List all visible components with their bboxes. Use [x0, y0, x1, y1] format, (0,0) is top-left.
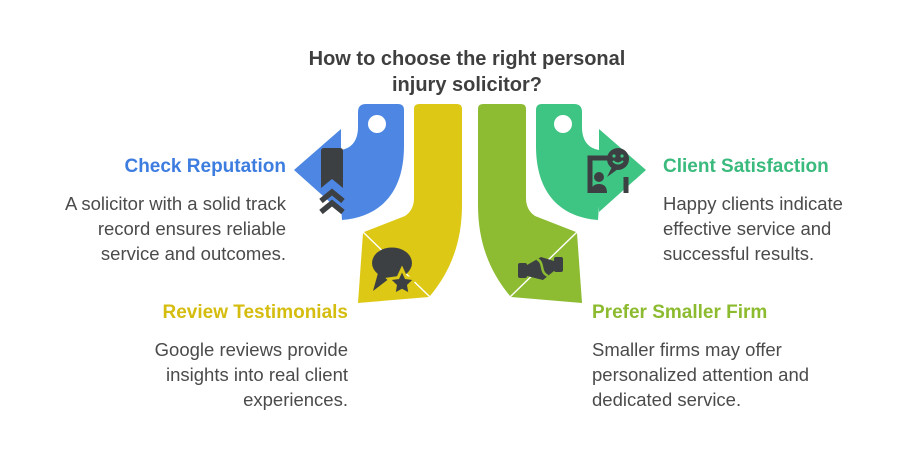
page-title-line-1: How to choose the right personal	[308, 48, 626, 70]
desc-line: Google reviews provide	[154, 339, 348, 360]
olive-arrow	[478, 104, 582, 303]
desc-line: record ensures reliable	[97, 218, 286, 239]
check-reputation-description: A solicitor with a solid track record en…	[6, 191, 286, 266]
bookmark-icon	[319, 148, 345, 215]
section-prefer-smaller-firm: Prefer Smaller Firm Smaller firms may of…	[592, 301, 892, 412]
desc-line: Smaller firms may offer	[592, 339, 782, 360]
prefer-smaller-firm-heading: Prefer Smaller Firm	[592, 302, 768, 323]
green-arrow	[536, 104, 646, 220]
yellow-arrow	[358, 104, 462, 303]
desc-line: Happy clients indicate	[663, 193, 843, 214]
client-satisfaction-heading: Client Satisfaction	[663, 156, 829, 177]
review-testimonials-heading: Review Testimonials	[162, 302, 349, 323]
desc-line: experiences.	[243, 389, 348, 410]
desc-line: insights into real client	[165, 364, 348, 385]
page-title: How to choose the right personal injury …	[167, 46, 767, 98]
page-title-line-2: injury solicitor?	[391, 74, 543, 96]
blue-arrow	[294, 104, 404, 220]
review-star-icon	[372, 247, 419, 298]
desc-line: successful results.	[663, 243, 815, 264]
desc-line: personalized attention and	[592, 364, 810, 385]
section-check-reputation: Check Reputation A solicitor with a soli…	[6, 155, 286, 266]
desc-line: dedicated service.	[592, 389, 742, 410]
desc-line: service and outcomes.	[100, 243, 286, 264]
happy-client-icon	[587, 148, 629, 193]
desc-line: effective service and	[663, 218, 832, 239]
arrows-graphic	[294, 104, 646, 303]
check-reputation-heading: Check Reputation	[124, 156, 286, 177]
review-testimonials-description: Google reviews provide insights into rea…	[68, 337, 348, 412]
client-satisfaction-description: Happy clients indicate effective service…	[663, 191, 898, 266]
desc-line: A solicitor with a solid track	[64, 193, 286, 214]
prefer-smaller-firm-description: Smaller firms may offer personalized att…	[592, 337, 892, 412]
section-client-satisfaction: Client Satisfaction Happy clients indica…	[663, 155, 898, 266]
section-review-testimonials: Review Testimonials Google reviews provi…	[68, 301, 348, 412]
handshake-icon	[518, 257, 563, 280]
